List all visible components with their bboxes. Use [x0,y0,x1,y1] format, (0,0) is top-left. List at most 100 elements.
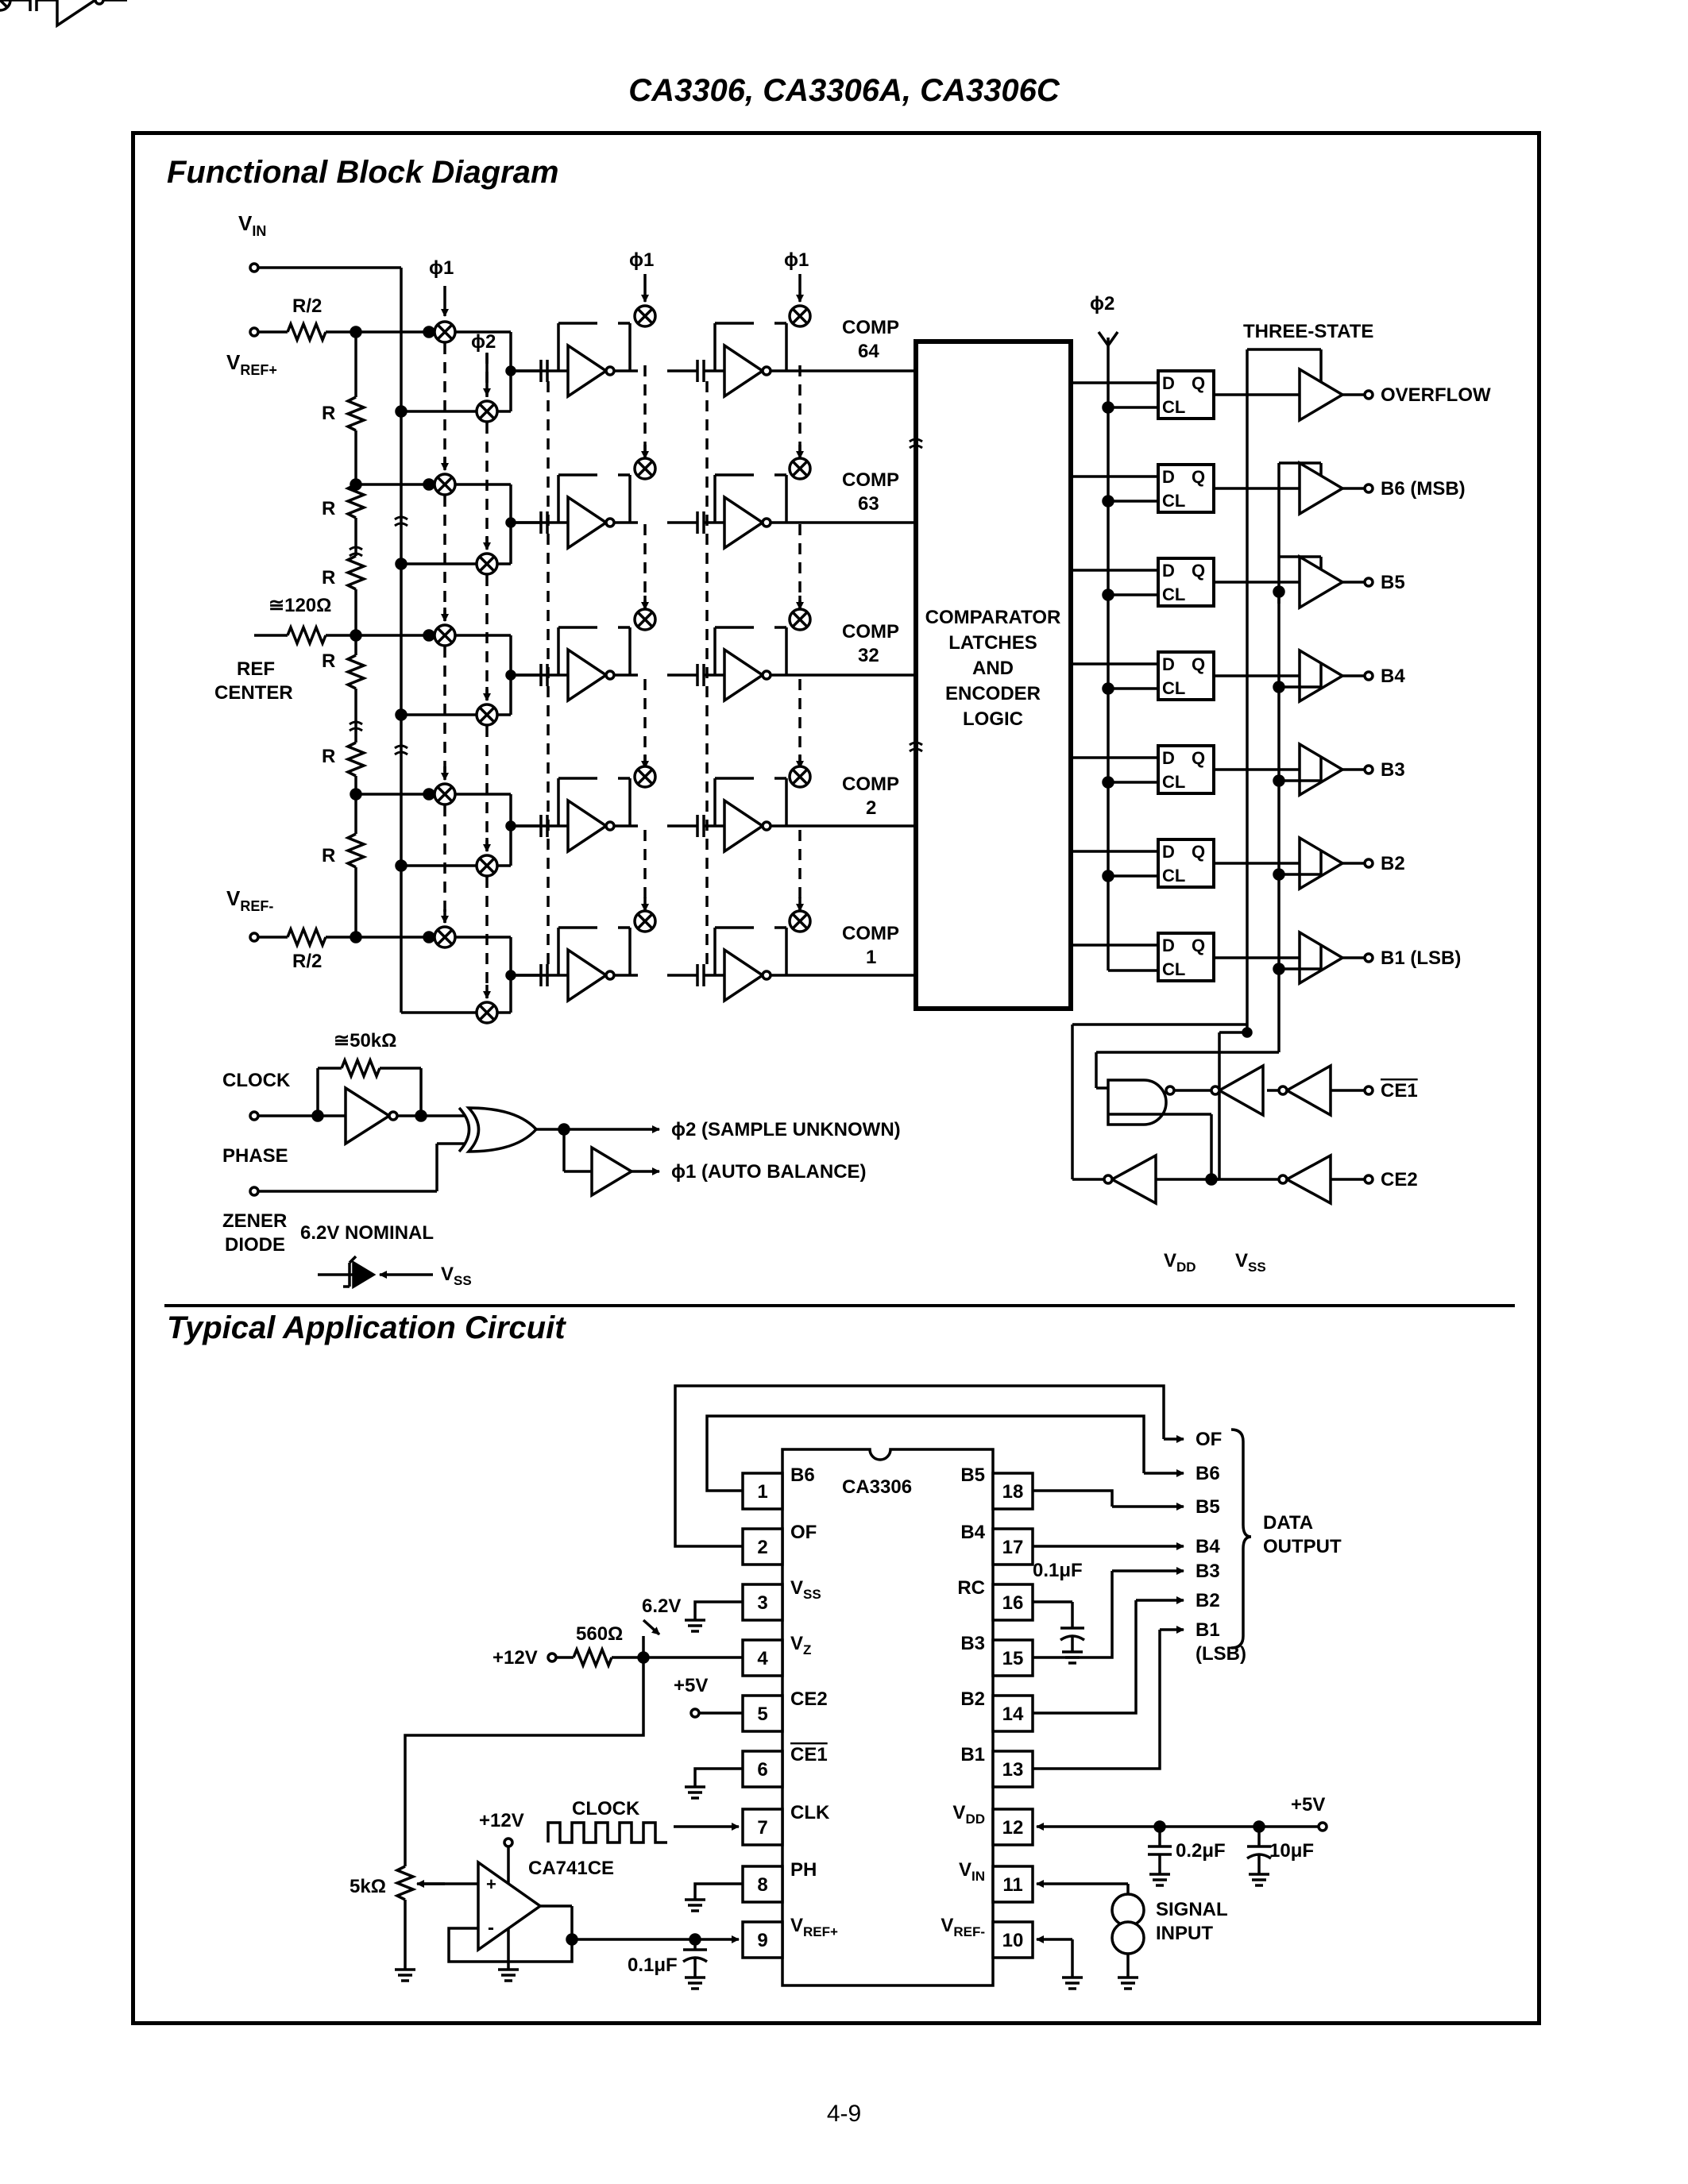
ff-cl: CL [1162,397,1185,417]
pin-boxes [741,1472,1034,1959]
logic-block-line: COMPARATOR [925,607,1061,628]
output-label: B2 [1381,853,1405,874]
comparator-latch-block [914,339,1073,1011]
vss-supply-label: VSS [1235,1250,1266,1275]
phi1-label-a: ϕ1 [429,257,454,279]
three-state-buffers [1246,348,1374,1052]
chip-name: CA3306 [842,1476,912,1498]
page-header: CA3306, CA3306A, CA3306C [628,73,1060,108]
phi2-output-label: ϕ2 (SAMPLE UNKNOWN) [671,1119,901,1140]
output-label: B1 (LSB) [1381,947,1461,969]
opamp-plus: + [486,1874,496,1894]
pin-number: 4 [757,1648,768,1669]
pin-name: PH [790,1859,817,1881]
clock-app-label: CLOCK [572,1798,640,1819]
three-state-label: THREE-STATE [1243,321,1373,342]
pin-name: B1 [960,1744,985,1765]
pin-number: 12 [1002,1817,1024,1839]
output-label: B5 [1381,572,1405,593]
pin-name: VDD [952,1802,985,1827]
ref-center-label-1: REF [237,658,275,680]
zener-6v2-label: 6.2V [642,1596,681,1617]
cap-10-label: 10μF [1269,1840,1314,1862]
pin-number: 16 [1002,1592,1024,1614]
logic-block-line: LATCHES [948,632,1037,654]
zener-nominal-label: 6.2V NOMINAL [300,1222,434,1244]
ff-d: D [1162,467,1175,487]
r-label-4: R [322,650,335,672]
pin-name: B2 [960,1688,985,1710]
clock-resistor-label: ≅50kΩ [334,1030,396,1051]
ff-d: D [1162,561,1175,581]
cap-rc-label: 0.1μF [1033,1560,1083,1581]
application-wiring [393,1384,1328,1990]
pin-name: B5 [960,1464,985,1486]
ce2-label: CE2 [1381,1169,1418,1190]
opamp-minus: - [488,1917,494,1939]
switch-rows [401,330,548,1014]
break-marks [349,515,408,756]
r-label-1: R [322,403,335,424]
ff-q: Q [1192,654,1205,674]
data-output-label: B6 [1196,1463,1220,1484]
pin-number: 11 [1002,1874,1022,1896]
pin-name: VZ [790,1633,811,1657]
data-output-label: B4 [1196,1536,1220,1557]
pin-name: CE2 [790,1688,828,1710]
clock-label: CLOCK [222,1070,291,1091]
comparator-stages [0,0,127,29]
pin-number: 14 [1002,1704,1024,1725]
ce1-label: CE1 [1381,1080,1418,1102]
cap-02-label: 0.2μF [1176,1840,1226,1862]
pin-number: 9 [757,1930,767,1951]
comp-label: COMP [842,774,899,795]
ff-cl: CL [1162,678,1185,698]
vin-label: VIN [238,211,266,239]
opamp-label: CA741CE [528,1858,614,1879]
chip-enable-nodes [1205,1027,1253,1186]
phi1-label-c: ϕ1 [784,249,809,271]
switch-symbols [0,0,12,12]
output-label: OVERFLOW [1381,384,1491,406]
pin-name: CLK [790,1802,830,1823]
pin-name: OF [790,1522,817,1543]
pin-name: VREF+ [790,1915,838,1939]
logic-block-line: AND [972,658,1014,679]
signal-label-1: SIGNAL [1156,1899,1228,1920]
ca3306-chip [781,1448,995,1987]
ref-center-resistor [254,623,429,647]
pin-name: B3 [960,1633,985,1654]
application-title: Typical Application Circuit [167,1310,566,1345]
pin-number: 2 [757,1537,767,1558]
data-output-title-1: DATA [1263,1512,1313,1534]
pin-number: 18 [1002,1481,1024,1503]
figure-frame [131,131,1541,2025]
r-label-5: R [322,746,335,767]
plus5-vdd-label: +5V [1291,1794,1325,1815]
ff-q: Q [1192,561,1205,581]
pin-name: VSS [790,1577,821,1602]
enable-stubs-lower [1279,663,1323,970]
r-label-6: R [322,845,335,866]
vref-minus-label: VREF- [226,886,273,914]
pin-number: 8 [757,1874,767,1896]
plus5-label: +5V [674,1675,708,1696]
ff-cl: CL [1162,959,1185,979]
vin-bus [249,262,403,1013]
phi-control-lines [443,343,802,998]
chip-enable-logic [1071,1023,1374,1206]
pin-name: B6 [790,1464,815,1486]
enable-bus-stubs [1277,461,1323,604]
comp-label: COMP [842,317,899,338]
comp-number: 2 [866,797,876,819]
output-label: B3 [1381,759,1405,781]
ff-q: Q [1192,467,1205,487]
pin-number: 5 [757,1704,767,1725]
data-output-label: B2 [1196,1590,1220,1611]
stage-outputs [794,369,916,977]
clock-generator [249,1056,660,1198]
output-label: B6 (MSB) [1381,478,1466,500]
flipflop-lines [1071,330,1300,972]
section-divider [164,1304,1515,1307]
